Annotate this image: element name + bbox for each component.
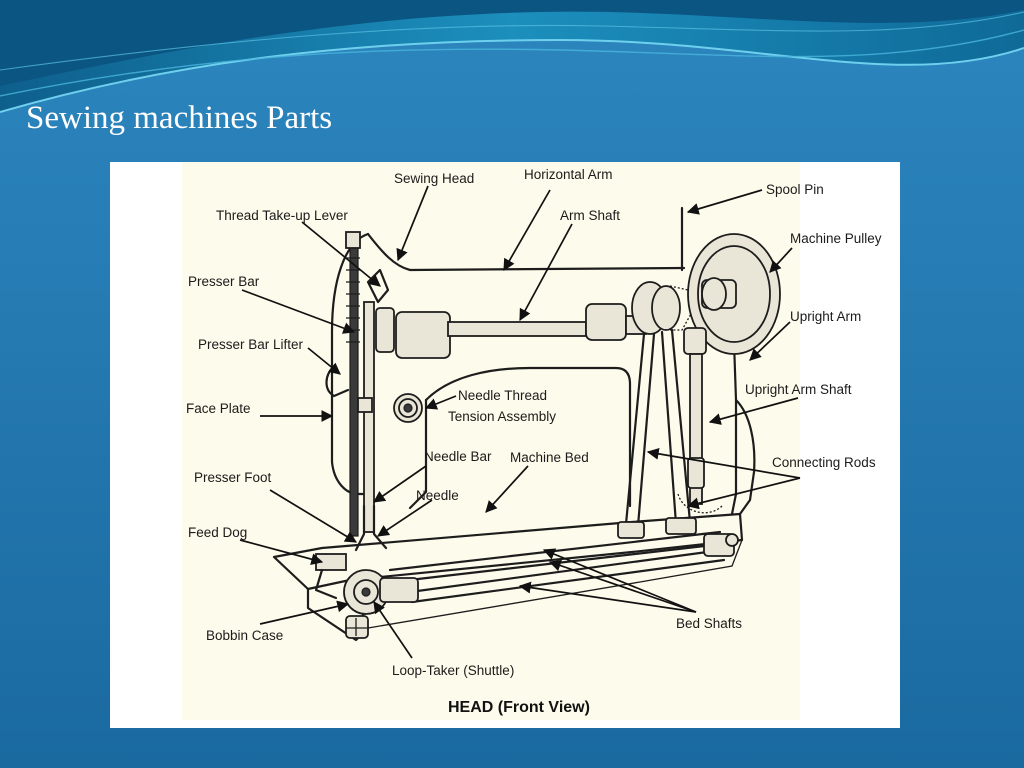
sewing-machine-diagram: Sewing Head Horizontal Arm Spool Pin Thr… [182,162,882,720]
connecting-rods-illustration [617,328,697,539]
upright-arm-shaft-illustration [677,327,723,514]
label-arm-shaft: Arm Shaft [560,208,620,223]
label-feed-dog: Feed Dog [188,525,247,540]
leader-lines [239,185,801,659]
label-face-plate: Face Plate [186,401,251,416]
diagram-caption: HEAD (Front View) [448,699,590,716]
part-labels: Sewing Head Horizontal Arm Spool Pin Thr… [186,167,882,716]
label-needle-thread: Needle Thread [458,388,547,403]
label-horizontal-arm: Horizontal Arm [524,167,613,182]
label-machine-pulley: Machine Pulley [790,231,882,246]
label-bobbin-case: Bobbin Case [206,628,283,643]
hook-assembly-illustration [314,553,419,639]
label-thread-take-up-lever: Thread Take-up Lever [216,208,348,223]
label-presser-foot: Presser Foot [194,470,272,485]
label-upright-arm: Upright Arm [790,309,861,324]
label-machine-bed: Machine Bed [510,450,589,465]
label-presser-bar: Presser Bar [188,274,260,289]
label-needle-bar: Needle Bar [424,449,492,464]
label-needle: Needle [416,488,459,503]
label-sewing-head: Sewing Head [394,171,474,186]
label-loop-taker-shuttle: Loop-Taker (Shuttle) [392,663,514,678]
needle-bar-assembly [325,231,395,552]
label-upright-arm-shaft: Upright Arm Shaft [745,382,852,397]
header-wave [0,0,1024,113]
label-bed-shafts: Bed Shafts [676,616,742,631]
machine-illustration [272,206,781,642]
label-presser-bar-lifter: Presser Bar Lifter [198,337,304,352]
label-connecting-rods: Connecting Rods [772,455,876,470]
machine-pulley-illustration [687,233,781,355]
tension-assembly-illustration [393,393,423,423]
label-tension-assembly: Tension Assembly [448,409,556,424]
diagram-figure: Sewing Head Horizontal Arm Spool Pin Thr… [110,162,900,728]
slide-title: Sewing machines Parts [26,100,333,136]
label-spool-pin: Spool Pin [766,182,824,197]
arm-shaft-illustration [395,281,693,359]
